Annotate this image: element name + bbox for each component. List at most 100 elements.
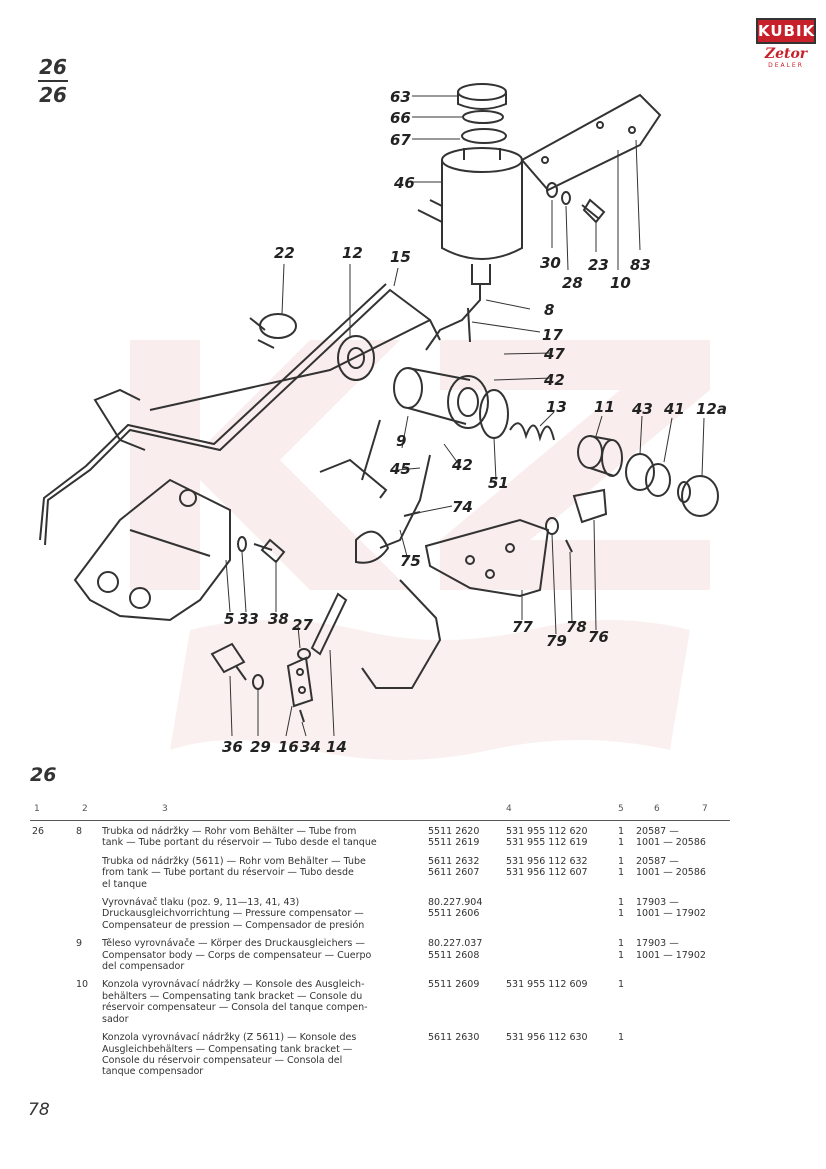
col-header-7: 7 xyxy=(702,804,708,814)
desc-line: from tank — Tube portant du réservoir — … xyxy=(102,867,354,879)
qty: 1 xyxy=(617,855,625,867)
part-no: 5511 2608 xyxy=(428,949,480,961)
cell-pos: 8 xyxy=(76,826,83,837)
callout-13: 13 xyxy=(546,398,567,416)
callout-83: 83 xyxy=(630,256,651,274)
part-no: 5511 2606 xyxy=(428,908,480,920)
callout-36: 36 xyxy=(222,738,243,756)
callout-15: 15 xyxy=(390,248,411,266)
table-row: 26 8 Trubka od nádržky — Rohr vom Behält… xyxy=(30,826,730,849)
callout-43: 43 xyxy=(631,400,653,418)
page-fraction: 26 26 xyxy=(38,56,68,106)
alt-no: 531 956 112 630 xyxy=(506,1032,588,1044)
desc-line: Konzola vyrovnávací nádržky — Konsole de… xyxy=(102,979,365,991)
cell-pos: 9 xyxy=(76,938,83,950)
kubik-zetor-logo: KUBIK Zetor DEALER xyxy=(756,18,816,69)
cell-alt-no: 531 955 112 620 531 955 112 619 xyxy=(506,826,614,849)
cell-serial: 20587 — 1001 — 20586 xyxy=(636,826,726,849)
col-header-4: 4 xyxy=(506,804,512,814)
callout-77: 77 xyxy=(512,618,533,636)
callout-29: 29 xyxy=(250,738,271,756)
cell-serial: 20587 — 1001 — 20586 xyxy=(636,856,726,879)
desc-line: del compensador xyxy=(102,961,185,973)
serial: 1001 — 17902 xyxy=(636,949,706,961)
logo-brand-bottom: Zetor xyxy=(764,46,808,62)
serial: 1001 — 17902 xyxy=(636,908,706,920)
part-no: 5511 2620 xyxy=(428,826,480,837)
col-header-5: 5 xyxy=(618,804,624,814)
callout-23: 23 xyxy=(588,256,609,274)
parts-diagram: 63 66 67 46 30 28 23 10 83 22 12 15 8 17… xyxy=(39,83,727,756)
serial: 20587 — xyxy=(636,855,679,867)
callout-47: 47 xyxy=(543,345,565,363)
cell-part-no: 5611 2632 5611 2607 xyxy=(428,856,506,879)
desc-line: Ausgleichbehälters — Compensating tank b… xyxy=(102,1043,353,1055)
desc-line: Trubka od nádržky (5611) — Rohr vom Behä… xyxy=(102,855,366,867)
qty: 1 xyxy=(617,867,625,879)
callout-14: 14 xyxy=(326,738,347,756)
qty: 1 xyxy=(617,1032,625,1044)
table-row: Trubka od nádržky (5611) — Rohr vom Behä… xyxy=(30,856,730,890)
desc-line: behälters — Compensating tank bracket — … xyxy=(102,990,363,1002)
callout-46: 46 xyxy=(393,174,415,192)
serial: 1001 — 20586 xyxy=(636,837,706,849)
part-no: 80.227.904 xyxy=(428,897,483,909)
callout-11: 11 xyxy=(594,398,615,416)
part-no: 80.227.037 xyxy=(428,938,483,950)
callout-33: 33 xyxy=(238,610,259,628)
cell-part-no: 80.227.037 5511 2608 xyxy=(428,938,506,961)
table-row: Vyrovnávač tlaku (poz. 9, 11—13, 41, 43)… xyxy=(30,897,730,931)
cell-desc: Konzola vyrovnávací nádržky (Z 5611) — K… xyxy=(102,1032,422,1078)
part-no: 5611 2630 xyxy=(428,1032,480,1044)
desc-line: Vyrovnávač tlaku (poz. 9, 11—13, 41, 43) xyxy=(102,897,300,909)
callout-10: 10 xyxy=(610,274,631,292)
callout-30: 30 xyxy=(540,254,561,272)
callout-67: 67 xyxy=(390,131,411,149)
logo-brand-top: KUBIK xyxy=(756,18,816,44)
cell-desc: Trubka od nádržky (5611) — Rohr vom Behä… xyxy=(102,856,422,890)
qty: 1 xyxy=(617,979,625,991)
desc-line: tanque compensador xyxy=(102,1066,204,1078)
alt-no: 531 955 112 620 xyxy=(506,826,588,837)
alt-no: 531 956 112 632 xyxy=(506,855,588,867)
callout-34: 34 xyxy=(300,738,321,756)
alt-no: 531 955 112 619 xyxy=(506,837,588,849)
cell-qty: 1 1 xyxy=(614,897,628,920)
cell-qty: 1 1 xyxy=(614,826,628,849)
qty: 1 xyxy=(617,938,625,950)
callout-16: 16 xyxy=(278,738,299,756)
col-header-1: 1 xyxy=(34,804,40,814)
alt-no: 531 956 112 607 xyxy=(506,867,588,879)
cell-pos: 10 xyxy=(76,979,89,991)
callout-78: 78 xyxy=(566,618,587,636)
cell-part-no: 5511 2609 xyxy=(428,979,506,990)
col-header-3: 3 xyxy=(162,804,168,814)
table-row: Konzola vyrovnávací nádržky (Z 5611) — K… xyxy=(30,1032,730,1078)
callout-75: 75 xyxy=(400,552,421,570)
callout-12a: 12a xyxy=(696,400,727,418)
callout-42-b: 42 xyxy=(451,456,473,474)
callout-51: 51 xyxy=(488,474,509,492)
desc-line: sador xyxy=(102,1013,129,1025)
serial: 17903 — xyxy=(636,938,679,950)
callout-42: 42 xyxy=(543,371,565,389)
cell-desc: Těleso vyrovnávače — Körper des Druckaus… xyxy=(102,938,422,972)
callout-9: 9 xyxy=(396,432,406,450)
qty: 1 xyxy=(617,826,625,837)
cell-alt-no: 531 956 112 630 xyxy=(506,1032,614,1043)
callout-38: 38 xyxy=(268,610,289,628)
cell-alt-no: 531 955 112 609 xyxy=(506,979,614,990)
callout-66: 66 xyxy=(390,109,411,127)
callout-41: 41 xyxy=(663,400,685,418)
callout-27: 27 xyxy=(292,616,313,634)
part-no: 5511 2619 xyxy=(428,837,480,849)
callout-17: 17 xyxy=(542,326,563,344)
table-column-headers: 1 2 3 4 5 6 7 xyxy=(30,804,730,818)
callout-28: 28 xyxy=(562,274,583,292)
callout-45: 45 xyxy=(389,460,411,478)
cell-part-no: 5611 2630 xyxy=(428,1032,506,1043)
cell-desc: Vyrovnávač tlaku (poz. 9, 11—13, 41, 43)… xyxy=(102,897,422,931)
callout-22: 22 xyxy=(274,244,295,262)
qty: 1 xyxy=(617,837,625,849)
